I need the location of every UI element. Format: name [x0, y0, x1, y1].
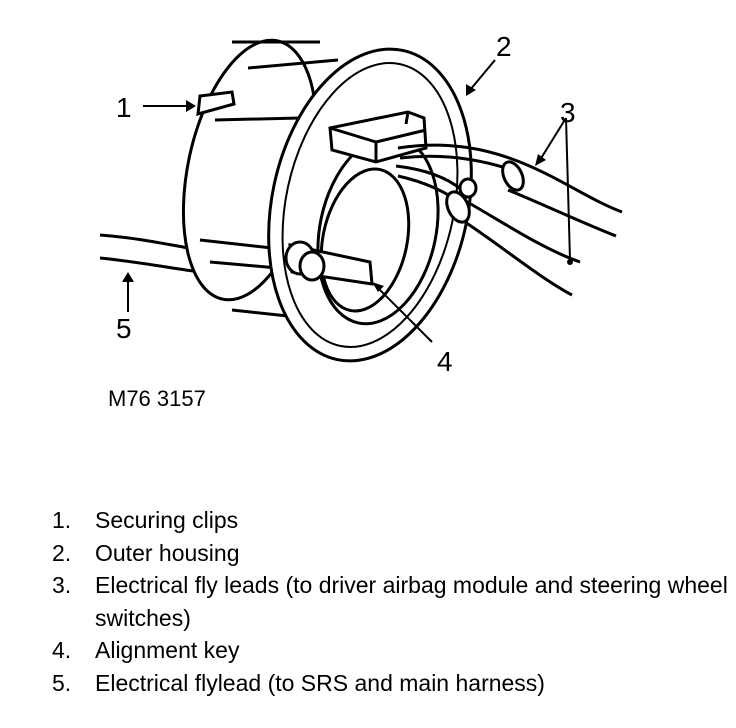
legend-text: Alignment key — [95, 637, 240, 663]
legend-number: 2. — [52, 539, 72, 566]
callout-1: 1 — [116, 92, 132, 123]
securing-clip — [196, 90, 236, 117]
rotary-coupler-diagram: 1 2 3 4 5 M76 3157 — [99, 31, 623, 411]
legend-item: 4. Alignment key — [52, 634, 732, 667]
callout-4: 4 — [437, 346, 453, 377]
legend-number: 1. — [52, 507, 72, 533]
legend-item: 3. Electrical fly leads (to driver airba… — [52, 569, 732, 634]
callout-5: 5 — [116, 313, 132, 344]
callout-3: 3 — [560, 97, 576, 128]
legend-list: 1. Securing clips 2. Outer housing 3. El… — [52, 504, 732, 699]
callout-2: 2 — [496, 31, 512, 62]
leader-lines — [127, 59, 571, 343]
legend-item: 1. Securing clips — [52, 504, 732, 537]
legend-item: 5. Electrical flylead (to SRS and main h… — [52, 667, 732, 700]
legend-text: Electrical fly leads (to driver airbag m… — [95, 572, 728, 631]
legend-text: Securing clips — [95, 507, 239, 533]
legend-number: 5. — [52, 669, 72, 696]
legend-number: 4. — [52, 637, 72, 663]
legend-text: Electrical flylead (to SRS and main harn… — [95, 669, 545, 696]
legend-number: 3. — [52, 572, 72, 598]
fly-leads-3 — [395, 143, 623, 297]
legend-item: 2. Outer housing — [52, 537, 732, 570]
legend-text: Outer housing — [95, 539, 240, 566]
connector-block — [328, 110, 428, 164]
leader-arrowheads — [122, 84, 573, 292]
figure-code: M76 3157 — [108, 386, 206, 411]
alignment-key — [284, 240, 374, 286]
